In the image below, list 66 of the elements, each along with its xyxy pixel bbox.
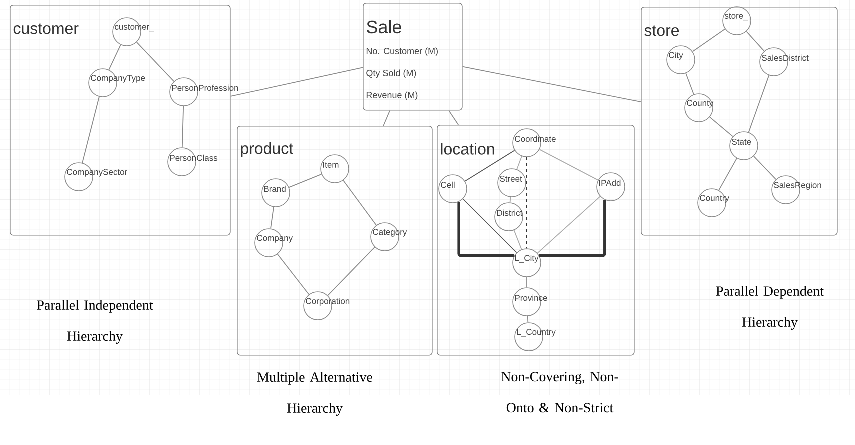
connector-line [288, 174, 322, 188]
level-label: Item [323, 162, 339, 168]
box-title: store [644, 26, 680, 36]
level-label: District [497, 210, 523, 216]
level-label: Cell [441, 182, 455, 188]
level-label: Province [515, 294, 548, 302]
measure-text: Revenue (M) [366, 92, 418, 100]
level-label: customer_ [115, 24, 154, 32]
caption-text: Parallel Dependent Hierarchy [716, 286, 824, 330]
connector-line [230, 67, 364, 97]
connector-line [270, 206, 274, 230]
connector-line [510, 196, 512, 204]
level-label: L_City [515, 255, 539, 263]
level-label: IPAdd [600, 180, 621, 186]
connector-line [692, 28, 726, 52]
connector-line [464, 150, 516, 182]
level-label: store_ [724, 13, 748, 21]
measure-text: Qty Sold (M) [366, 70, 416, 78]
connector-line [182, 106, 184, 148]
connector-line [516, 156, 522, 170]
connector-line [82, 96, 100, 164]
level-label: L_Country [517, 329, 556, 337]
level-label: State [732, 139, 752, 145]
connector-line [526, 156, 528, 250]
level-label: Street [500, 176, 522, 182]
connector-line [748, 75, 770, 133]
connector-line [527, 316, 529, 324]
connector-line [537, 196, 601, 254]
connector-line [448, 110, 460, 126]
level-label: Brand [264, 186, 286, 192]
connector-line [539, 149, 599, 181]
level-label: CompanyType [91, 75, 146, 83]
level-label: CompanySector [67, 169, 128, 177]
connector-line [710, 116, 734, 138]
connector-line [136, 42, 175, 82]
connector-line [526, 276, 528, 288]
level-label: SalesRegion [774, 182, 822, 190]
measure-text: No. Customer (M) [366, 48, 438, 56]
connector-line [462, 66, 642, 102]
connector-line [383, 110, 390, 126]
level-label: Corporation [306, 298, 350, 306]
level-label: Company [257, 235, 294, 243]
connector-line [718, 158, 738, 191]
level-label: PersonClass [170, 154, 218, 162]
connector-line [746, 31, 765, 52]
connector-line [277, 254, 310, 296]
connector-line [343, 180, 377, 226]
level-label: County [687, 100, 714, 108]
box-title: customer [14, 24, 79, 34]
caption-text: Parallel Independent Hierarchy [37, 300, 154, 344]
caption-text: Multiple Alternative Hierarchy [257, 372, 372, 416]
level-label: Category [373, 229, 408, 237]
connector-line [686, 73, 694, 95]
connector-line [328, 246, 376, 296]
connector-line [539, 200, 606, 258]
box-title: location [441, 143, 494, 155]
level-label: City [669, 52, 684, 60]
level-label: Coordinate [515, 136, 556, 142]
caption-text: Non-Covering, Non-Onto & Non-Strict [502, 372, 618, 413]
box-title: Sale [367, 20, 402, 34]
connector-line [514, 230, 522, 250]
connector-line [108, 44, 122, 70]
level-label: Country [700, 195, 730, 203]
level-label: SalesDistrict [762, 54, 809, 62]
box-title: product [241, 142, 294, 158]
connector-line [754, 156, 777, 180]
